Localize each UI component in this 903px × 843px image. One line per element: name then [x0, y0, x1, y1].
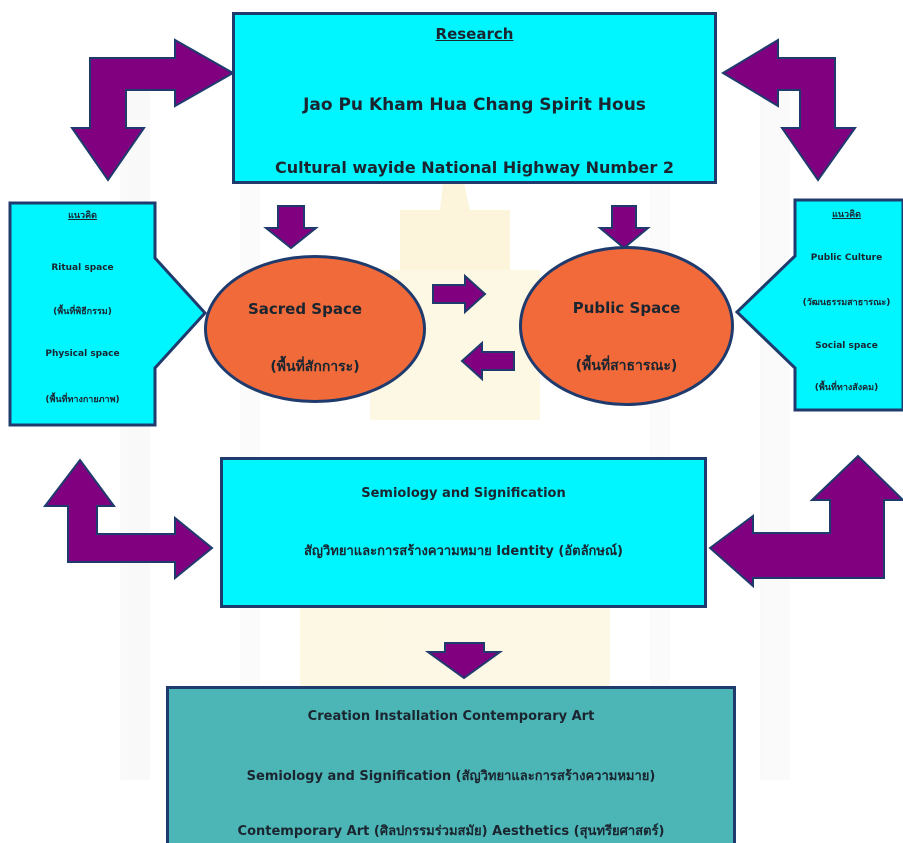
left-concept-item1: Ritual space: [51, 263, 114, 273]
left-concept-item2: Physical space: [45, 349, 120, 359]
arrow-down-sacred: [263, 205, 319, 250]
arrow-left-to-semiology: [42, 458, 214, 581]
arrow-research-to-right: [721, 38, 857, 182]
research-line1: Jao Pu Kham Hua Chang Spirit Hous: [303, 95, 646, 115]
sacred-space-ellipse: Sacred Space (พื้นที่สักการะ): [204, 255, 426, 403]
arrow-down-public: [597, 205, 651, 250]
arrow-down-creation: [424, 642, 504, 680]
public-space-label-th: (พื้นที่สาธารณะ): [575, 358, 678, 374]
right-concept-item1-th: (วัฒนธรรมสาธารณะ): [802, 298, 891, 308]
creation-box: Creation Installation Contemporary Art S…: [166, 686, 736, 843]
research-box: Research Jao Pu Kham Hua Chang Spirit Ho…: [232, 12, 717, 184]
arrow-research-to-left: [70, 38, 236, 182]
public-space-ellipse: Public Space (พื้นที่สาธารณะ): [519, 246, 734, 406]
arrow-public-to-sacred: [460, 340, 515, 382]
creation-line2: Semiology and Signification (สัญวิทยาและ…: [246, 769, 656, 784]
right-concept-heading: แนวคิด: [832, 210, 861, 220]
research-heading: Research: [435, 25, 514, 43]
right-concept-item1: Public Culture: [810, 253, 883, 263]
right-concept-item2-th: (พื้นที่ทางสังคม): [814, 383, 879, 393]
right-concept-item2: Social space: [815, 341, 878, 351]
research-line2: Cultural wayide National Highway Number …: [275, 158, 674, 177]
creation-line1: Creation Installation Contemporary Art: [307, 709, 595, 724]
creation-line3: Contemporary Art (ศิลปกรรมร่วมสมัย) Aest…: [237, 824, 665, 839]
right-concept-arrow-shape: [734, 198, 903, 412]
left-concept-arrow-shape: [8, 201, 208, 427]
public-space-label: Public Space: [572, 299, 681, 317]
semiology-box: Semiology and Signification สัญวิทยาและก…: [220, 457, 707, 608]
arrow-sacred-to-public: [432, 273, 487, 315]
sacred-space-label-th: (พื้นที่สักการะ): [270, 359, 360, 375]
right-concept: แนวคิด Public Culture (วัฒนธรรมสาธารณะ) …: [790, 205, 903, 405]
semiology-line2: สัญวิทยาและการสร้างความหมาย Identity (อั…: [304, 544, 623, 559]
left-concept-item1-th: (พื้นที่พิธีกรรม): [53, 307, 112, 317]
left-concept-item2-th: (พื้นที่ทางกายภาพ): [45, 395, 120, 405]
sacred-space-label: Sacred Space: [247, 300, 363, 318]
left-concept-heading: แนวคิด: [68, 211, 97, 221]
arrow-right-to-semiology: [708, 454, 903, 589]
semiology-line1: Semiology and Signification: [361, 486, 566, 501]
left-concept: แนวคิด Ritual space (พื้นที่พิธีกรรม) Ph…: [10, 206, 155, 421]
